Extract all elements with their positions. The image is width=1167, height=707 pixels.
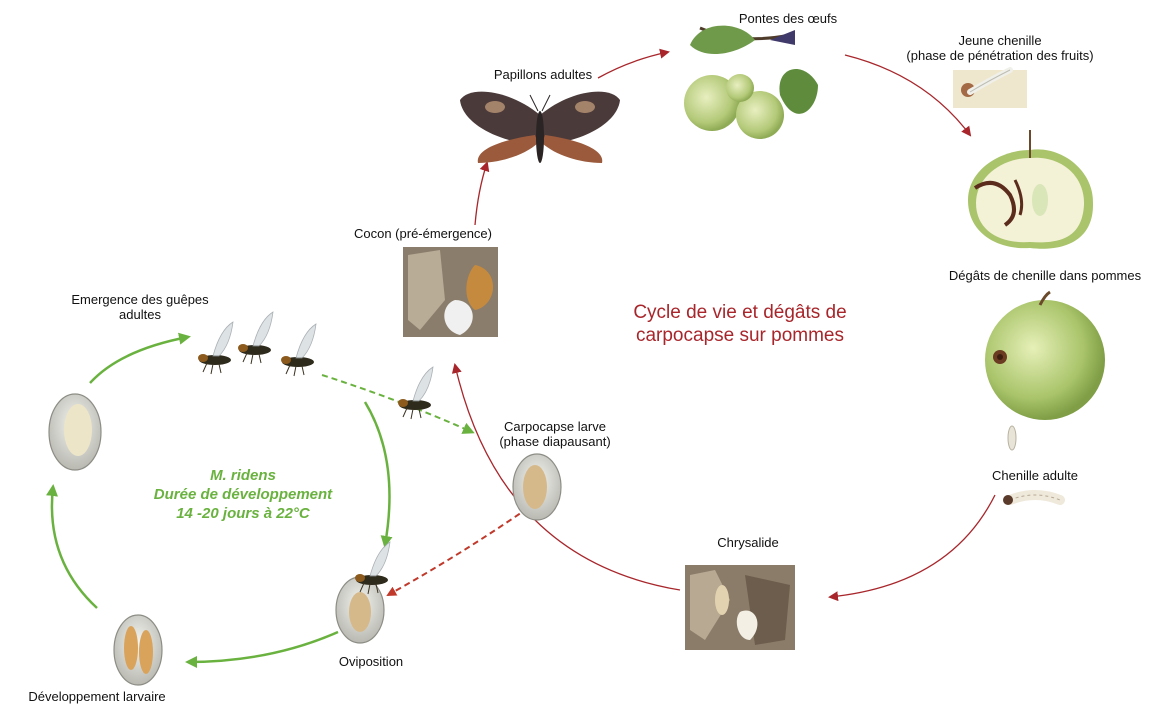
arrow-cocon-to-papillons	[474, 161, 490, 226]
label-degats: Dégâts de chenille dans pommes	[948, 268, 1142, 283]
chrysalide-illustration	[685, 565, 795, 650]
label-carpocapse-larve-line1: Carpocapse larve	[504, 419, 606, 434]
wasp-development-label: Durée de développement	[153, 486, 333, 503]
wasp-icon-3	[281, 323, 317, 377]
arrow-chrysalide-to-carpocapse-larve	[451, 363, 681, 591]
label-papillons-adultes: Papillons adultes	[493, 67, 593, 82]
arrow-pontes-to-chenille	[844, 54, 972, 137]
cocon-illustration	[403, 247, 498, 337]
moth-illustration	[460, 91, 620, 163]
wasp-info: M. ridens Durée de développement 14 -20 …	[108, 466, 378, 523]
arrow-chenille-adulte-to-chrysalide	[828, 494, 996, 602]
wasp-development-duration: 14 -20 jours à 22°C	[176, 505, 310, 522]
wasp-icon-ovipositing	[355, 541, 391, 595]
label-carpocapse-larve: Carpocapse larve (phase diapausant)	[470, 419, 640, 449]
label-developpement-larvaire: Développement larvaire	[28, 689, 166, 704]
cut-apple-illustration	[968, 130, 1094, 249]
arrow-developpement-to-emergence	[46, 484, 98, 609]
arrow-papillons-to-pontes	[597, 48, 670, 79]
wasp-cocoon-illustration	[48, 393, 102, 471]
damaged-apple-illustration	[985, 290, 1105, 420]
arrow-emergence-to-wasps	[89, 332, 191, 384]
diagram-title-line1: Cycle de vie et dégâts de	[633, 302, 847, 323]
wasp-icon-2	[238, 311, 274, 365]
label-emergence: Emergence des guêpes adultes	[50, 292, 230, 322]
label-chenille-adulte: Chenille adulte	[991, 468, 1078, 483]
label-chrysalide: Chrysalide	[717, 535, 779, 550]
label-jeune-chenille-line2: (phase de pénétration des fruits)	[906, 48, 1094, 63]
diagram-title: Cycle de vie et dégâts de carpocapse sur…	[590, 301, 890, 347]
arrow-larve-to-oviposition-dashed	[386, 507, 529, 596]
label-pontes-des-oeufs: Pontes des œufs	[738, 11, 838, 26]
label-cocon: Cocon (pré-émergence)	[353, 226, 492, 241]
wasp-icon-1	[198, 321, 234, 375]
label-carpocapse-larve-line2: (phase diapausant)	[499, 434, 611, 449]
label-jeune-chenille: Jeune chenille (phase de pénétration des…	[880, 33, 1120, 63]
wasp-species-name: M. ridens	[210, 467, 276, 484]
label-emergence-line1: Emergence des guêpes	[71, 292, 209, 307]
label-emergence-line2: adultes	[119, 307, 161, 322]
adult-caterpillar-illustration	[1003, 425, 1065, 505]
wasp-larvae-illustration	[113, 614, 163, 686]
wasp-icon-4	[398, 366, 434, 420]
oviposition-cocoon-illustration	[335, 576, 385, 644]
label-oviposition: Oviposition	[338, 654, 404, 669]
arrow-wasp-to-larve-dashed	[321, 374, 475, 434]
arrow-oviposition-to-developpement	[185, 630, 339, 668]
host-larva-cocoon-illustration	[512, 453, 562, 521]
young-caterpillar-illustration	[953, 67, 1027, 108]
label-jeune-chenille-line1: Jeune chenille	[958, 33, 1042, 48]
apple-branch-illustration	[684, 25, 818, 139]
diagram-title-line2: carpocapse sur pommes	[635, 325, 845, 346]
arrow-wasps-to-oviposition	[363, 401, 393, 548]
